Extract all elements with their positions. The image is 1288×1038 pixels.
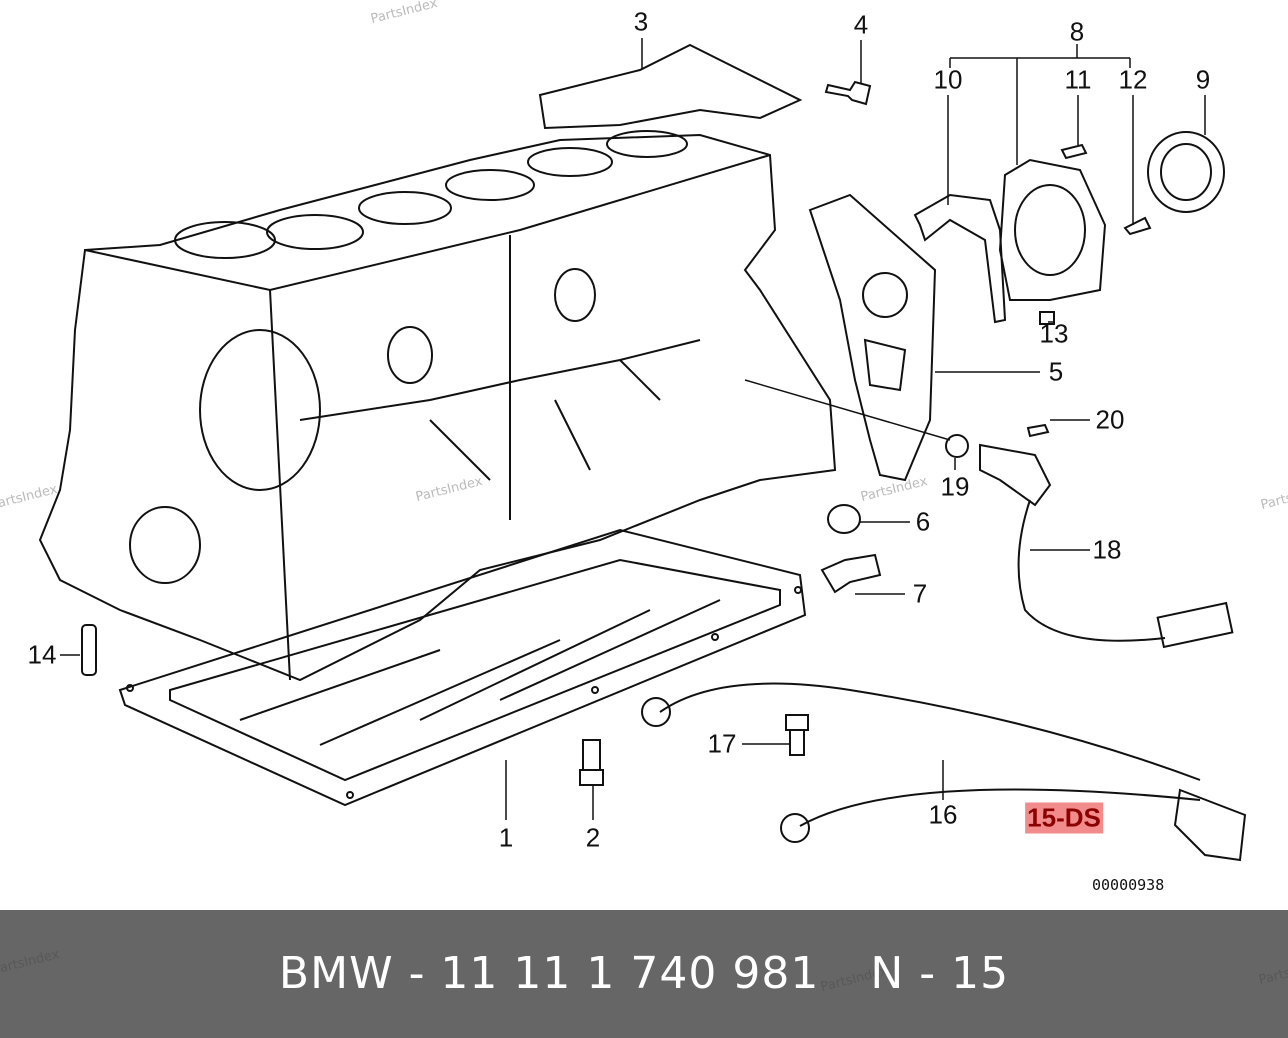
callout-20[interactable]: 20 [1095, 404, 1125, 435]
callout-18[interactable]: 18 [1092, 534, 1122, 565]
callout-10[interactable]: 10 [933, 64, 963, 95]
drawing-code: 00000938 [1092, 876, 1165, 894]
footer-bar: PartsIndex PartsIndex PartsIndex BMW - 1… [0, 910, 1288, 1038]
callout-14[interactable]: 14 [27, 639, 57, 670]
callout-3[interactable]: 3 [633, 6, 649, 37]
callout-7[interactable]: 7 [912, 578, 928, 609]
part-number: BMW - 11 11 1 740 981 [278, 948, 820, 999]
callout-8[interactable]: 8 [1069, 16, 1085, 47]
oil-pan-gasket [118, 528, 807, 807]
callout-19[interactable]: 19 [940, 471, 970, 502]
timing-cover-gasket [808, 193, 937, 482]
engine-block [38, 130, 837, 682]
callout-9[interactable]: 9 [1195, 64, 1211, 95]
callout-11[interactable]: 11 [1064, 64, 1092, 95]
bracket [538, 43, 803, 130]
callout-2[interactable]: 2 [585, 822, 601, 853]
callout-4[interactable]: 4 [853, 9, 869, 40]
callout-17[interactable]: 17 [707, 728, 737, 759]
parts-diagram [38, 38, 1247, 862]
callout-16[interactable]: 16 [928, 799, 958, 830]
callout-1[interactable]: 1 [498, 822, 514, 853]
leader-lines [60, 38, 1206, 820]
diagram-position: N - 15 [870, 948, 1010, 999]
callout-13[interactable]: 13 [1039, 318, 1069, 349]
callout-5[interactable]: 5 [1048, 356, 1064, 387]
callout-15-ds-highlighted[interactable]: 15-DS [1025, 802, 1103, 834]
callout-6[interactable]: 6 [915, 506, 931, 537]
bolt [824, 80, 872, 106]
callout-12[interactable]: 12 [1118, 64, 1148, 95]
